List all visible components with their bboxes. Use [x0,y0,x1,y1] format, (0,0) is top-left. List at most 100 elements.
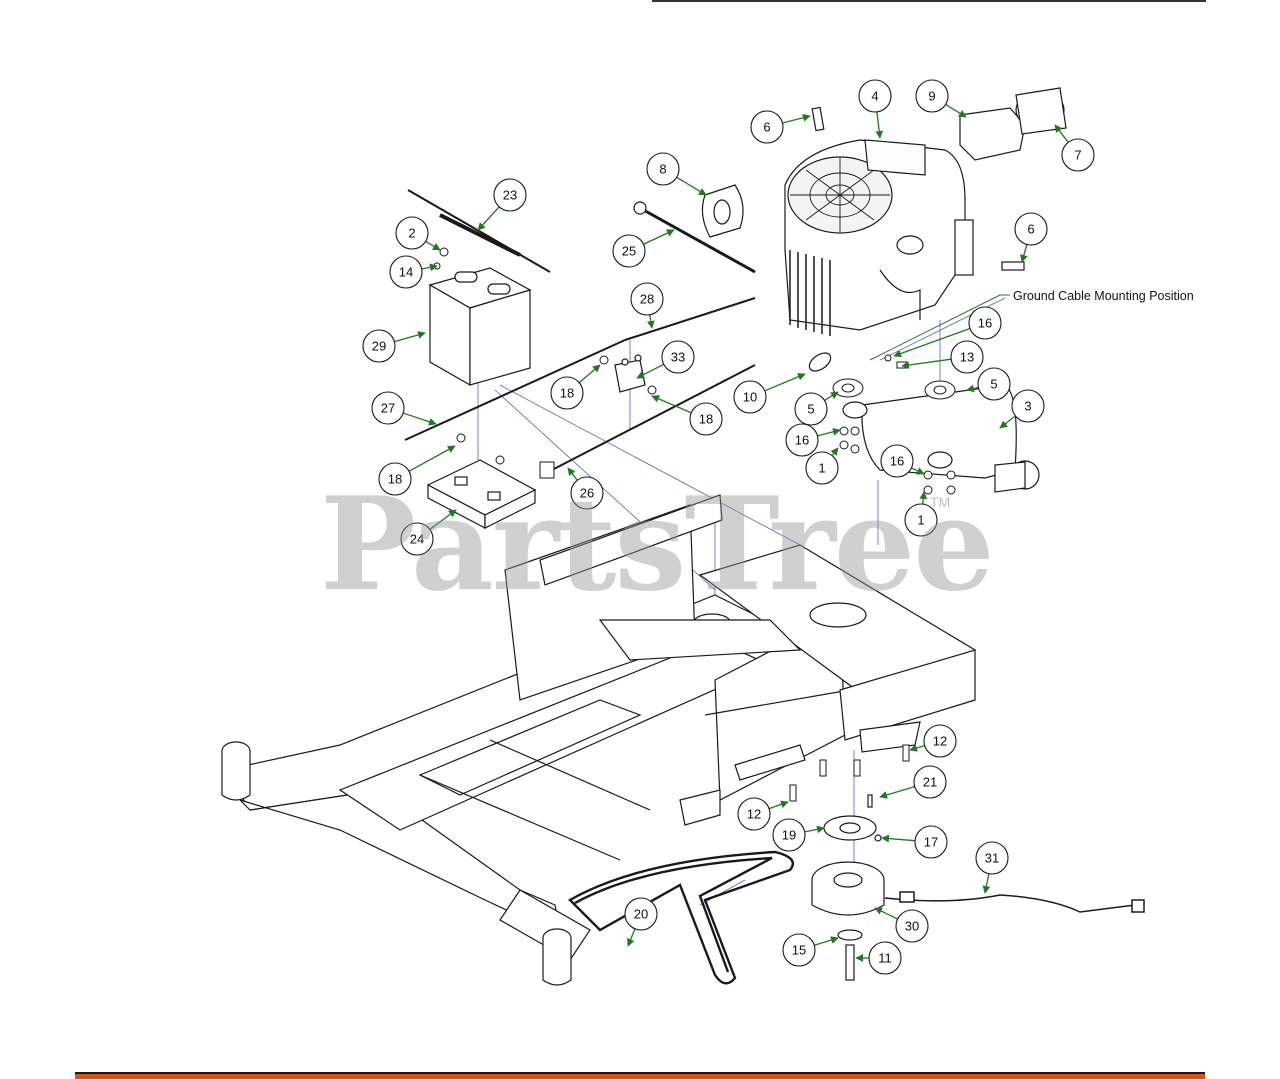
callout-number: 1 [818,461,825,476]
callout-bubble [915,79,949,113]
callout-3: 3 [999,389,1045,429]
callout-leader [830,447,839,456]
callout-33: 33 [636,340,695,379]
callout-28: 28 [630,282,664,329]
callout-16: 16 [785,423,841,457]
callout-leader [824,391,839,402]
callout-leader [966,384,979,393]
callout-bubble [362,329,396,363]
callout-7: 7 [1054,124,1095,172]
callout-number: 24 [410,532,424,547]
callout-leader [636,363,665,379]
callout-11: 11 [855,941,902,975]
callout-bubble [880,444,914,478]
callout-bubble [868,941,902,975]
callout-18: 18 [550,364,601,410]
callout-number: 18 [388,472,402,487]
callout-bubble [733,380,767,414]
callout-leader [817,428,841,437]
callout-leader [945,103,967,118]
ground-cable-label: Ground Cable Mounting Position [1013,289,1194,303]
callout-bubble [858,79,892,113]
ground-cable-leader [869,294,1010,361]
callout-leader [881,834,916,843]
callout-29: 29 [362,329,426,363]
callout-9: 9 [915,79,967,118]
mower-frame [221,494,977,986]
callout-leader [982,873,991,894]
callout-24: 24 [400,509,457,556]
callout-number: 6 [1027,222,1034,237]
callout-number: 16 [795,433,809,448]
callout-27: 27 [371,391,437,426]
fuel-filter [808,352,832,372]
pto-clutch [811,794,885,981]
callout-bubble [914,825,948,859]
callout-leader [911,467,925,475]
callout-bubble [968,306,1002,340]
top-rule [652,0,1206,2]
callout-23: 23 [477,178,527,231]
callout-number: 16 [978,316,992,331]
callout-bubble [612,234,646,268]
callout-leader [676,176,707,196]
callout-6: 6 [750,110,811,144]
callout-leader [567,467,578,481]
callout-number: 21 [923,775,937,790]
callout-number: 29 [372,339,386,354]
callout-bubble [395,216,429,250]
callout-26: 26 [567,467,604,510]
callout-10: 10 [733,373,806,414]
dipstick [633,201,756,274]
callout-bubble [950,340,984,374]
callout-bubble [805,451,839,485]
footer-bar [75,1072,1205,1079]
pto-harness [884,891,1145,913]
callout-bubble [661,340,695,374]
callout-number: 30 [905,919,919,934]
callout-number: 20 [634,907,648,922]
callout-number: 14 [399,265,413,280]
callout-20: 20 [624,897,658,947]
callout-leader [394,331,426,343]
callout-number: 13 [960,350,974,365]
callout-number: 5 [990,377,997,392]
callout-21: 21 [879,765,947,799]
callout-30: 30 [874,907,929,943]
callout-number: 8 [659,162,666,177]
callout-5: 5 [966,367,1011,401]
callout-leader [578,364,601,384]
callout-number: 19 [782,828,796,843]
oil-filter [701,184,744,238]
callout-leader [764,373,806,392]
callout-number: 12 [933,734,947,749]
callout-16: 16 [893,306,1002,358]
callout-leader [425,240,441,251]
callout-18: 18 [378,445,456,496]
callout-leader [429,509,457,530]
callout-bubble [975,841,1009,875]
callout-bubble [1011,389,1045,423]
callout-5: 5 [794,391,839,426]
callout-leader [651,395,692,414]
callout-leader [814,936,839,946]
callout-bubble [371,391,405,425]
callout-8: 8 [646,152,707,196]
callout-19: 19 [772,818,825,852]
callout-4: 4 [858,79,892,139]
callout-number: 12 [747,807,761,822]
starter-solenoid [614,354,646,393]
callout-leader [421,263,438,272]
callout-leader [768,800,789,810]
watermark-tm: TM [930,494,951,510]
callout-25: 25 [612,229,675,268]
callout-number: 33 [671,350,685,365]
engine [784,119,1006,336]
battery-cables [404,297,756,471]
frame-bolts [789,744,910,802]
callout-2: 2 [395,216,441,251]
callout-number: 18 [699,412,713,427]
muffler [842,384,1040,493]
callout-leader [919,491,928,505]
